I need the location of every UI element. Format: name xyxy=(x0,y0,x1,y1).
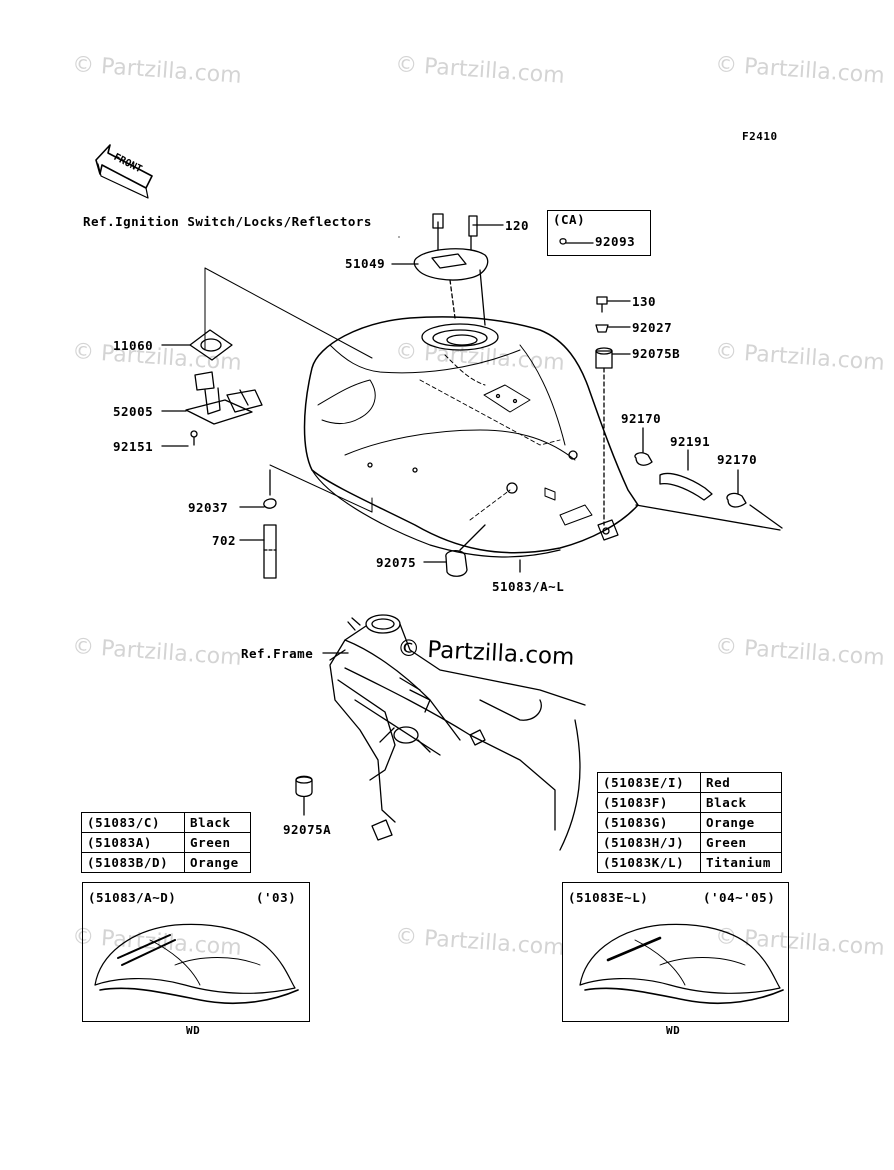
color-name: Green xyxy=(184,832,251,853)
part-92075B: 92075B xyxy=(632,346,681,361)
ca-box-title: (CA) xyxy=(553,212,586,227)
part-52005: 52005 xyxy=(113,404,154,419)
table-row: (51083B/D)Orange xyxy=(81,852,251,873)
part-92151: 92151 xyxy=(113,439,154,454)
part-92037: 92037 xyxy=(188,500,229,515)
ca-box xyxy=(547,210,651,256)
part-92170-a: 92170 xyxy=(621,411,662,426)
fuel-pump xyxy=(185,371,263,446)
decal-left-caption: WD xyxy=(186,1024,201,1037)
decal-tank-right xyxy=(579,923,784,1005)
table-row: (51083K/L)Titanium xyxy=(597,852,782,873)
figure-code: F2410 xyxy=(742,130,778,143)
decal-tank-left xyxy=(94,923,299,1005)
ref-frame-label: Ref.Frame xyxy=(241,646,314,661)
part-92191: 92191 xyxy=(670,434,711,449)
table-row: (51083F)Black xyxy=(597,792,782,813)
color-code: (51083/C) xyxy=(81,812,185,833)
color-code: (51083H/J) xyxy=(597,832,701,853)
decal-right-code: (51083E~L) xyxy=(568,890,649,905)
part-120: 120 xyxy=(505,218,530,233)
table-row: (51083A)Green xyxy=(81,832,251,853)
table-row: (51083/C)Black xyxy=(81,812,251,833)
color-code: (51083F) xyxy=(597,792,701,813)
part-92170-b: 92170 xyxy=(717,452,758,467)
decal-right-caption: WD xyxy=(666,1024,681,1037)
front-arrow-icon: FRONT xyxy=(95,144,153,199)
color-name: Black xyxy=(184,812,251,833)
decal-box-left xyxy=(82,882,310,1022)
color-table-right: (51083E/I)Red (51083F)Black (51083G)Oran… xyxy=(597,772,782,873)
part-51049: 51049 xyxy=(345,256,386,271)
part-92075: 92075 xyxy=(376,555,417,570)
table-row: (51083E/I)Red xyxy=(597,772,782,793)
ref-ignition-label: Ref.Ignition Switch/Locks/Reflectors xyxy=(83,214,372,229)
color-code: (51083G) xyxy=(597,812,701,833)
part-92093: 92093 xyxy=(595,234,636,249)
color-name: Black xyxy=(700,792,782,813)
decal-right-year: ('04~'05) xyxy=(703,890,776,905)
part-92075A: 92075A xyxy=(283,822,332,837)
decal-left-code: (51083/A~D) xyxy=(88,890,177,905)
color-code: (51083B/D) xyxy=(81,852,185,873)
fuel-tank xyxy=(303,316,639,558)
color-name: Green xyxy=(700,832,782,853)
color-code: (51083E/I) xyxy=(597,772,701,793)
table-row: (51083H/J)Green xyxy=(597,832,782,853)
color-name: Orange xyxy=(184,852,251,873)
color-code: (51083K/L) xyxy=(597,852,701,873)
part-11060: 11060 xyxy=(113,338,154,353)
part-51083: 51083/A~L xyxy=(492,579,565,594)
frame-section xyxy=(329,614,586,851)
color-code: (51083A) xyxy=(81,832,185,853)
part-130: 130 xyxy=(632,294,657,309)
part-92027: 92027 xyxy=(632,320,673,335)
decal-box-right xyxy=(562,882,789,1022)
color-name: Titanium xyxy=(700,852,782,873)
color-name: Red xyxy=(700,772,782,793)
table-row: (51083G)Orange xyxy=(597,812,782,833)
color-name: Orange xyxy=(700,812,782,833)
part-702: 702 xyxy=(212,533,237,548)
color-table-left: (51083/C)Black (51083A)Green (51083B/D)O… xyxy=(81,812,251,873)
decal-left-year: ('03) xyxy=(256,890,297,905)
